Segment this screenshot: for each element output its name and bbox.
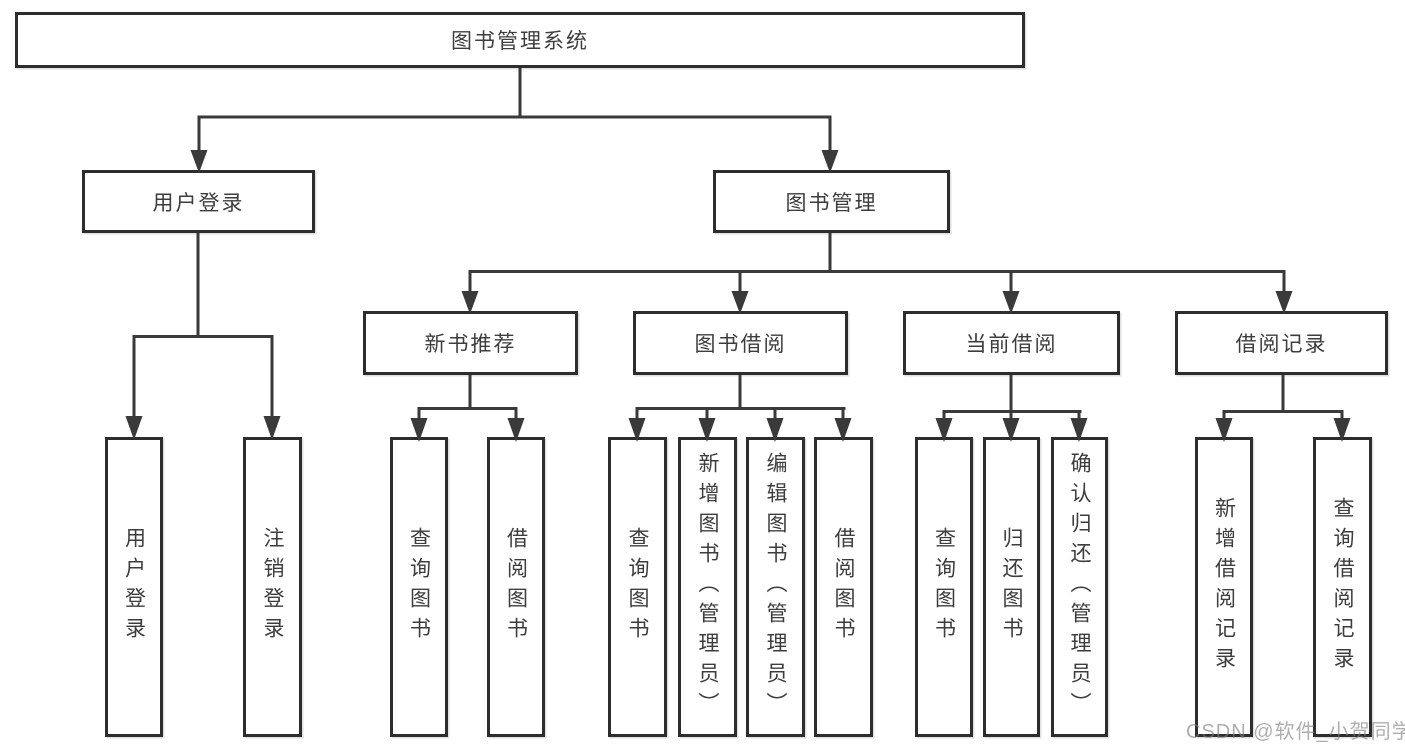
node-leaf-user-login: 用户登录 [105, 437, 163, 737]
node-label: 查询图书 [407, 527, 431, 647]
node-root-library-system: 图书管理系统 [15, 12, 1025, 68]
node-leaf-borrow-books: 借阅图书 [814, 437, 873, 737]
node-leaf-query-books-borrowing: 查询图书 [608, 437, 667, 737]
node-leaf-query-books-current: 查询图书 [915, 437, 973, 737]
node-label: 查询借阅记录 [1331, 497, 1354, 677]
node-label: 新增图书（管理员） [696, 452, 719, 722]
node-label: 当前借阅 [965, 333, 1058, 356]
node-user-login: 用户登录 [82, 170, 315, 233]
node-label: 借阅图书 [832, 527, 855, 647]
node-leaf-logout: 注销登录 [243, 437, 302, 737]
node-label: 图书借阅 [694, 333, 787, 356]
node-book-management: 图书管理 [713, 170, 950, 233]
node-leaf-query-books-recommend: 查询图书 [390, 437, 448, 737]
node-current-borrowing: 当前借阅 [903, 311, 1120, 375]
node-label: 查询图书 [932, 527, 956, 647]
node-label: 借阅图书 [504, 527, 528, 647]
node-label: 图书管理系统 [451, 30, 589, 53]
node-label: 用户登录 [122, 527, 146, 647]
node-label: 借阅记录 [1235, 333, 1328, 356]
node-leaf-add-borrow-record: 新增借阅记录 [1195, 437, 1253, 737]
node-label: 新书推荐 [424, 333, 517, 356]
node-leaf-add-books-admin: 新增图书（管理员） [678, 437, 737, 737]
node-leaf-query-borrow-record: 查询借阅记录 [1313, 437, 1372, 737]
node-book-borrowing: 图书借阅 [633, 311, 848, 375]
csdn-watermark: CSDN @软件_小贺同学 [1186, 721, 1405, 743]
node-label: 确认归还（管理员） [1068, 452, 1091, 722]
node-new-book-recommend: 新书推荐 [363, 311, 578, 375]
node-label: 归还图书 [1000, 527, 1023, 647]
node-label: 注销登录 [261, 527, 284, 647]
node-label: 编辑图书（管理员） [764, 452, 787, 722]
node-leaf-edit-books-admin: 编辑图书（管理员） [746, 437, 805, 737]
node-leaf-confirm-return-admin: 确认归还（管理员） [1051, 437, 1108, 737]
node-label: 新增借阅记录 [1212, 497, 1236, 677]
node-label: 查询图书 [626, 527, 649, 647]
node-label: 图书管理 [785, 191, 878, 215]
node-label: 用户登录 [152, 191, 245, 215]
node-borrowing-records: 借阅记录 [1175, 311, 1388, 375]
node-leaf-return-books: 归还图书 [983, 437, 1040, 737]
node-leaf-borrow-books-recommend: 借阅图书 [487, 437, 545, 737]
